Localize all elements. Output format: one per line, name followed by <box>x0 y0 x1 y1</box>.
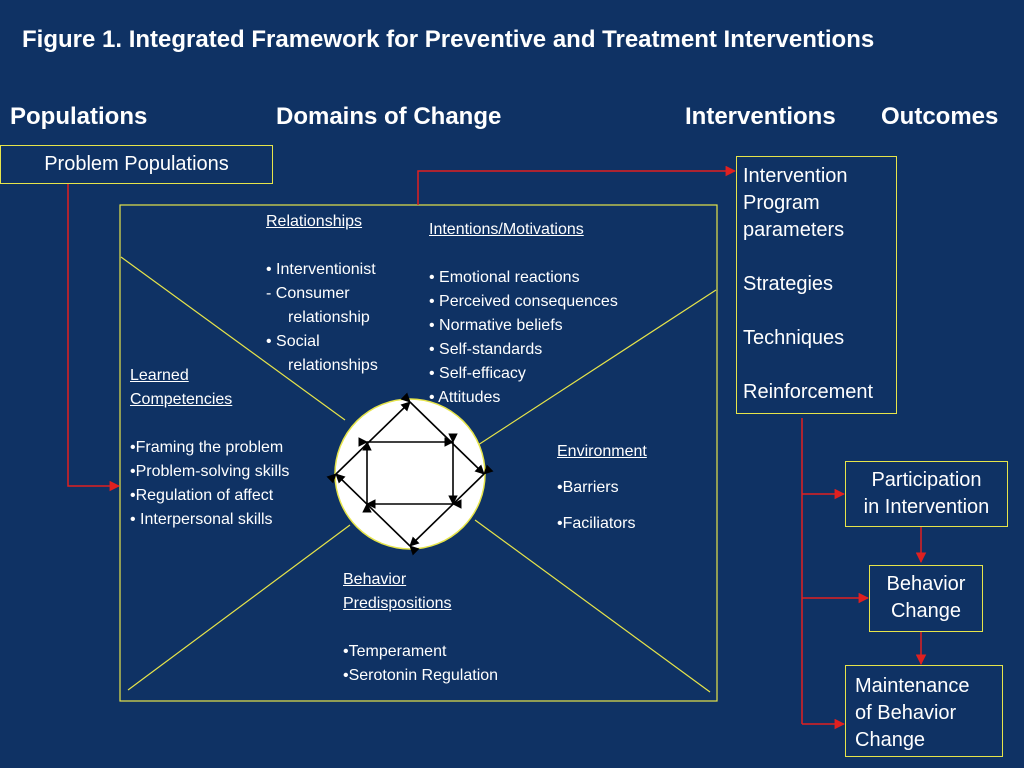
problem-populations-label: Problem Populations <box>44 153 229 175</box>
relationships-line: • Interventionist <box>266 261 376 278</box>
problem-populations-box: Problem Populations <box>0 145 273 184</box>
maintenance-box: Maintenance of Behavior Change <box>845 665 1003 757</box>
behavior-pred-heading: Behavior <box>343 571 407 588</box>
divider-lower-left <box>127 524 351 691</box>
relationships-heading: Relationships <box>266 213 363 230</box>
participation-line: in Intervention <box>863 496 990 518</box>
relationships-section: Relationships • Interventionist - Consum… <box>266 210 378 378</box>
header-outcomes: Outcomes <box>881 103 999 130</box>
behavior-change-box: Behavior Change <box>869 565 983 632</box>
header-domains: Domains of Change <box>276 103 502 130</box>
behavior-change-line: Behavior <box>886 573 966 595</box>
intentions-item: • Normative beliefs <box>429 317 563 334</box>
learned-item: •Regulation of affect <box>130 487 274 504</box>
maintenance-line: of Behavior <box>855 702 957 724</box>
intervention-line: parameters <box>743 219 845 241</box>
intervention-line: Program <box>743 192 820 214</box>
intentions-item: • Attitudes <box>429 389 501 406</box>
header-populations: Populations <box>10 103 148 130</box>
intervention-line: Techniques <box>743 327 845 349</box>
divider-lower-right <box>474 519 711 693</box>
intentions-section: Intentions/Motivations • Emotional react… <box>429 218 618 410</box>
learned-heading: Competencies <box>130 391 233 408</box>
maintenance-line: Maintenance <box>855 675 970 697</box>
learned-heading: Learned <box>130 367 189 384</box>
square-arrows <box>358 433 462 513</box>
relationships-line: • Social <box>266 333 320 350</box>
intervention-parameters-box: Intervention Program parameters Strategi… <box>736 156 897 414</box>
behavior-change-line: Change <box>890 600 962 622</box>
learned-section: Learned Competencies •Framing the proble… <box>130 364 289 532</box>
center-circle <box>334 398 486 550</box>
intervention-line: Strategies <box>743 273 834 295</box>
intentions-item: • Self-efficacy <box>429 365 526 382</box>
header-interventions: Interventions <box>685 103 836 130</box>
intervention-line: Intervention <box>743 165 848 187</box>
figure-title: Figure 1. Integrated Framework for Preve… <box>22 26 875 53</box>
relationships-line: relationship <box>288 309 370 326</box>
behavior-pred-item: •Temperament <box>343 643 447 660</box>
learned-item: •Framing the problem <box>130 439 284 456</box>
relationships-line: relationships <box>288 357 378 374</box>
environment-heading: Environment <box>557 443 647 460</box>
intentions-heading: Intentions/Motivations <box>429 221 584 238</box>
intentions-item: • Self-standards <box>429 341 543 358</box>
behavior-pred-item: •Serotonin Regulation <box>343 667 499 684</box>
behavior-pred-heading: Predispositions <box>343 595 452 612</box>
divider-upper-right <box>477 289 717 446</box>
environment-item: •Faciliators <box>557 515 636 532</box>
learned-item: • Interpersonal skills <box>130 511 273 528</box>
learned-item: •Problem-solving skills <box>130 463 290 480</box>
participation-box: Participation in Intervention <box>845 461 1008 527</box>
intervention-line: Reinforcement <box>743 381 874 403</box>
relationships-line: - Consumer <box>266 285 350 302</box>
arrow-domains-to-interventions <box>417 165 737 205</box>
divider-upper-left <box>120 256 346 421</box>
arrow-problem-to-domains <box>67 183 121 492</box>
environment-section: Environment •Barriers •Faciliators <box>557 440 647 536</box>
intentions-item: • Perceived consequences <box>429 293 618 310</box>
participation-line: Participation <box>871 469 982 491</box>
maintenance-line: Change <box>855 729 926 751</box>
behavior-predispositions-section: Behavior Predispositions •Temperament •S… <box>343 568 498 688</box>
environment-item: •Barriers <box>557 479 619 496</box>
intentions-item: • Emotional reactions <box>429 269 580 286</box>
